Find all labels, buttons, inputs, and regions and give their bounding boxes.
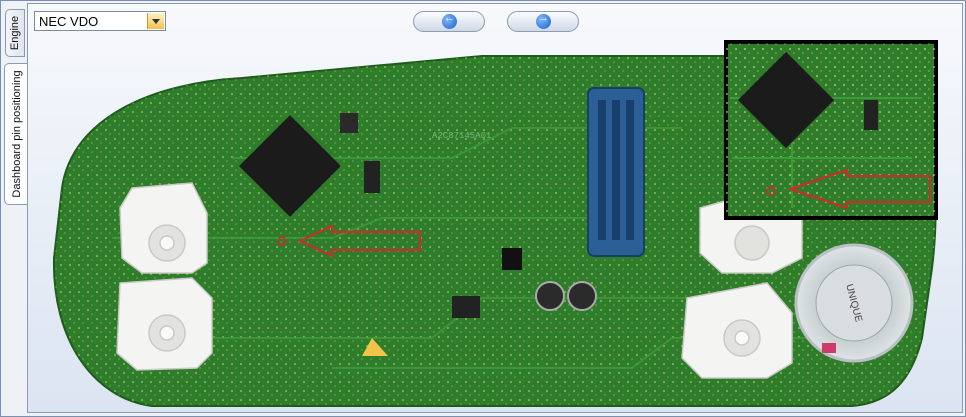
pointer-arrow	[297, 224, 421, 258]
ic-component	[452, 296, 480, 318]
speaker: UNIQUE	[794, 243, 914, 363]
stepper-motor-left-lower	[116, 277, 213, 371]
tab-dashboard-pin-positioning[interactable]: Dashboard pin positioning	[4, 63, 28, 205]
arrow-left-icon	[442, 12, 457, 29]
stepper-motor-right-lower	[681, 282, 793, 379]
silkscreen-text: A2C87145A01	[432, 131, 491, 141]
arrow-right-icon	[536, 12, 551, 29]
tab-engine[interactable]: Engine	[5, 9, 25, 57]
inset-chip	[737, 51, 835, 149]
forward-button[interactable]	[507, 11, 579, 32]
capacitor	[535, 281, 565, 311]
zoom-inset	[724, 40, 938, 220]
tab-dashboard-label: Dashboard pin positioning	[10, 70, 23, 198]
inset-pointer-arrow	[786, 168, 931, 210]
vertical-tab-strip: Engine Dashboard pin positioning	[3, 5, 28, 405]
device-select[interactable]: NEC VDO	[34, 11, 166, 31]
tab-engine-label: Engine	[9, 15, 21, 51]
ic-component	[364, 161, 380, 193]
device-select-value: NEC VDO	[39, 14, 99, 29]
chevron-down-icon[interactable]	[147, 13, 164, 29]
capacitor	[567, 281, 597, 311]
dashboard-pcb-image: A2C87145A01	[52, 40, 938, 407]
main-chip	[239, 115, 341, 217]
ic-component	[340, 113, 358, 133]
back-button[interactable]	[413, 11, 485, 32]
content-panel: NEC VDO	[27, 3, 963, 413]
inset-pin-marker	[766, 186, 776, 196]
stepper-motor-left-upper	[119, 182, 208, 274]
target-pin-marker	[277, 236, 287, 246]
component	[362, 338, 388, 356]
ic-component	[502, 248, 522, 270]
